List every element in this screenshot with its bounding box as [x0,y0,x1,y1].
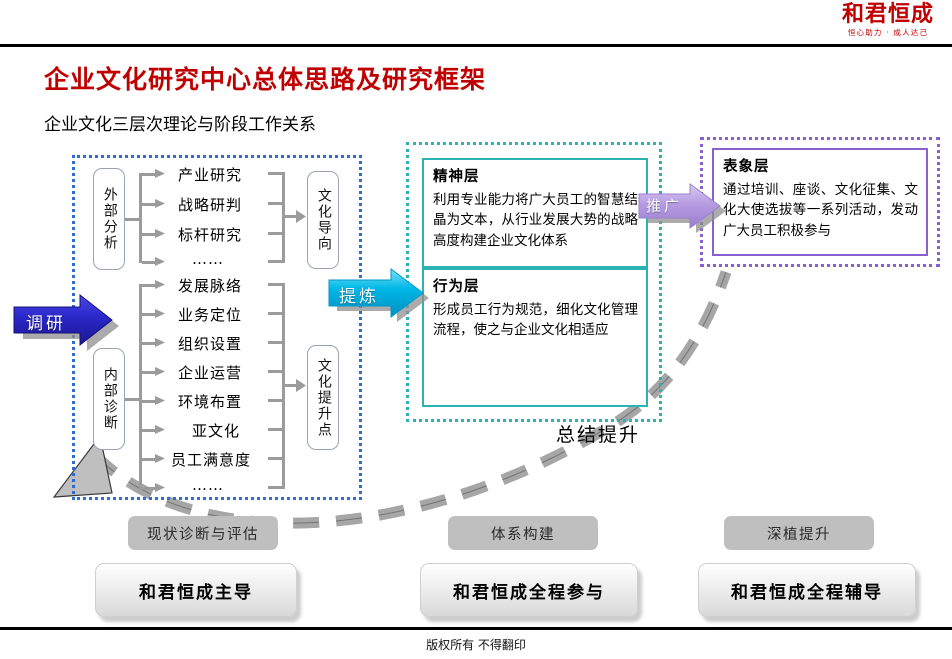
stage-card-1: 和君恒成主导 [95,563,297,617]
summary-label: 总结提升 [556,424,641,446]
list-item: 环境布置 [178,393,243,411]
stage-tag-1: 现状诊断与评估 [128,516,278,550]
connector [268,202,285,205]
connector [268,428,285,431]
connector [282,172,285,263]
logo-tagline: 恒心助力 · 成人达己 [847,28,929,37]
connector [142,400,159,403]
stage-card-3: 和君恒成全程辅导 [698,563,916,617]
connector [142,284,159,287]
research-arrow: 调研 [8,293,120,355]
surface-layer-body: 通过培训、座谈、文化征集、文化大使选拔等一系列活动，发动广大员工积极参与 [723,182,918,239]
connector [142,261,159,264]
connector [142,371,159,374]
list-item: …… [192,250,224,268]
arrowheads-internal [155,280,165,492]
connector [285,384,299,387]
arrowheads-external [155,169,165,266]
connector [142,173,159,176]
list-item: 员工满意度 [171,451,252,469]
connector [268,312,285,315]
list-item: 业务定位 [178,306,243,324]
behavior-layer-body: 形成员工行为规范，细化文化管理流程，使之与企业文化相适应 [433,302,638,339]
arrowhead-to-orientation [296,210,306,223]
spirit-layer-title: 精神层 [433,168,480,185]
connector [268,341,285,344]
surface-layer-title: 表象层 [723,158,770,175]
connector [268,486,285,489]
page-subtitle: 企业文化三层次理论与阶段工作关系 [44,115,316,135]
logo-wordmark: 和君恒成 [841,2,934,27]
behavior-layer-box: 行为层 形成员工行为规范，细化文化管理流程，使之与企业文化相适应 [422,268,648,407]
stage-tag-3: 深植提升 [724,516,874,550]
footer-divider [0,627,952,630]
connector [268,172,285,175]
connector [142,429,159,432]
connector [125,218,141,221]
connector [142,203,159,206]
connector [142,313,159,316]
connector [268,457,285,460]
connector [285,215,299,218]
spirit-layer-box: 精神层 利用专业能力将广大员工的智慧结晶为文本，从行业发展大势的战略高度构建企业… [422,158,648,268]
list-item: 组织设置 [178,335,243,353]
list-item: 发展脉络 [178,277,243,295]
promote-arrow: 推广 [636,183,728,239]
company-logo: 和君恒成 恒心助力 · 成人达己 [842,4,934,37]
behavior-layer-title: 行为层 [433,278,480,295]
connector [268,232,285,235]
connector [125,398,141,401]
list-item: 战略研判 [178,196,243,214]
culture-uplift-box: 文化提升点 [307,345,339,450]
arrowhead-to-uplift [296,379,306,392]
culture-orientation-box: 文化导向 [307,171,339,269]
promote-arrow-label: 推广 [646,197,683,215]
research-arrow-label: 调研 [26,314,66,334]
list-item: 亚文化 [192,422,241,440]
header-divider [0,44,952,47]
connector [268,370,285,373]
page-title: 企业文化研究中心总体思路及研究框架 [44,65,487,94]
list-item: …… [192,476,224,494]
connector [268,283,285,286]
refine-arrow-label: 提炼 [339,287,379,307]
connector [142,458,159,461]
connector [142,342,159,345]
footer-copyright: 版权所有 不得翻印 [426,638,526,652]
refine-arrow: 提炼 [325,268,431,328]
external-analysis-box: 外部分析 [93,168,125,270]
list-item: 企业运营 [178,364,243,382]
connector [268,399,285,402]
connector [142,487,159,490]
stage-card-2: 和君恒成全程参与 [420,563,638,617]
connector [282,283,285,489]
internal-diagnosis-box: 内部诊断 [93,348,125,450]
stage-tag-2: 体系构建 [448,516,598,550]
connector [268,260,285,263]
connector [139,284,142,490]
spirit-layer-body: 利用专业能力将广大员工的智慧结晶为文本，从行业发展大势的战略高度构建企业文化体系 [433,192,638,249]
connector [142,233,159,236]
surface-layer-box: 表象层 通过培训、座谈、文化征集、文化大使选拔等一系列活动，发动广大员工积极参与 [712,148,928,256]
list-item: 产业研究 [178,166,243,184]
connector [139,173,142,263]
list-item: 标杆研究 [178,226,243,244]
